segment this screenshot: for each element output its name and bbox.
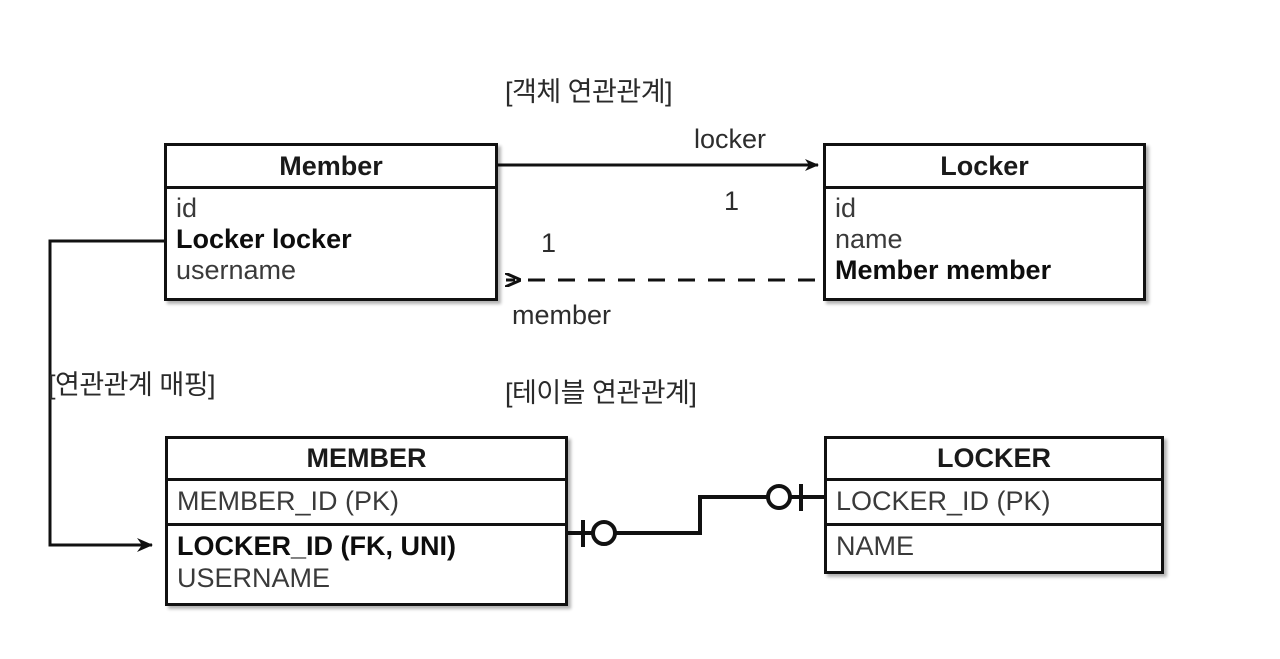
- entity-title-member: Member: [167, 146, 495, 189]
- caption-object-relation: [객체 연관관계]: [505, 77, 673, 107]
- edge-label-member: member: [512, 300, 612, 330]
- entity-attribute: username: [176, 255, 297, 285]
- entity-box-locker[interactable]: Locker id name Member member: [823, 143, 1146, 301]
- table-columns-member: LOCKER_ID (FK, UNI) USERNAME: [168, 526, 565, 592]
- table-column: LOCKER_ID (PK): [836, 486, 1051, 516]
- table-title-member: MEMBER: [168, 439, 565, 481]
- entity-attribute: name: [835, 224, 903, 254]
- edge-member-locker-table: [568, 484, 824, 547]
- edge-label-locker: locker: [694, 124, 767, 154]
- table-pk-section-member: MEMBER_ID (PK): [168, 481, 565, 526]
- crowfoot-right-circle: [766, 484, 792, 510]
- entity-attributes-member: id Locker locker username: [167, 189, 495, 284]
- table-column: MEMBER_ID (PK): [177, 486, 400, 516]
- edge-cardinality-backward: 1: [541, 228, 557, 258]
- table-column: NAME: [836, 531, 915, 561]
- edge-cardinality-forward: 1: [724, 186, 740, 216]
- table-box-locker[interactable]: LOCKER LOCKER_ID (PK) NAME: [824, 436, 1164, 574]
- table-title-locker: LOCKER: [827, 439, 1161, 481]
- entity-box-member[interactable]: Member id Locker locker username: [164, 143, 498, 301]
- table-box-member[interactable]: MEMBER MEMBER_ID (PK) LOCKER_ID (FK, UNI…: [165, 436, 568, 606]
- caption-relation-mapping: [연관관계 매핑]: [48, 370, 216, 400]
- entity-attribute: Member member: [835, 255, 1052, 285]
- crowfoot-left-circle: [591, 520, 617, 546]
- entity-title-locker: Locker: [826, 146, 1143, 189]
- entity-attributes-locker: id name Member member: [826, 189, 1143, 284]
- entity-attribute: id: [835, 193, 857, 223]
- entity-attribute: id: [176, 193, 198, 223]
- table-pk-section-locker: LOCKER_ID (PK): [827, 481, 1161, 526]
- entity-attribute: Locker locker: [176, 224, 352, 254]
- table-column: USERNAME: [177, 563, 331, 593]
- table-column: LOCKER_ID (FK, UNI): [177, 531, 456, 561]
- caption-table-relation: [테이블 연관관계]: [505, 378, 697, 408]
- table-columns-locker: NAME: [827, 526, 1161, 560]
